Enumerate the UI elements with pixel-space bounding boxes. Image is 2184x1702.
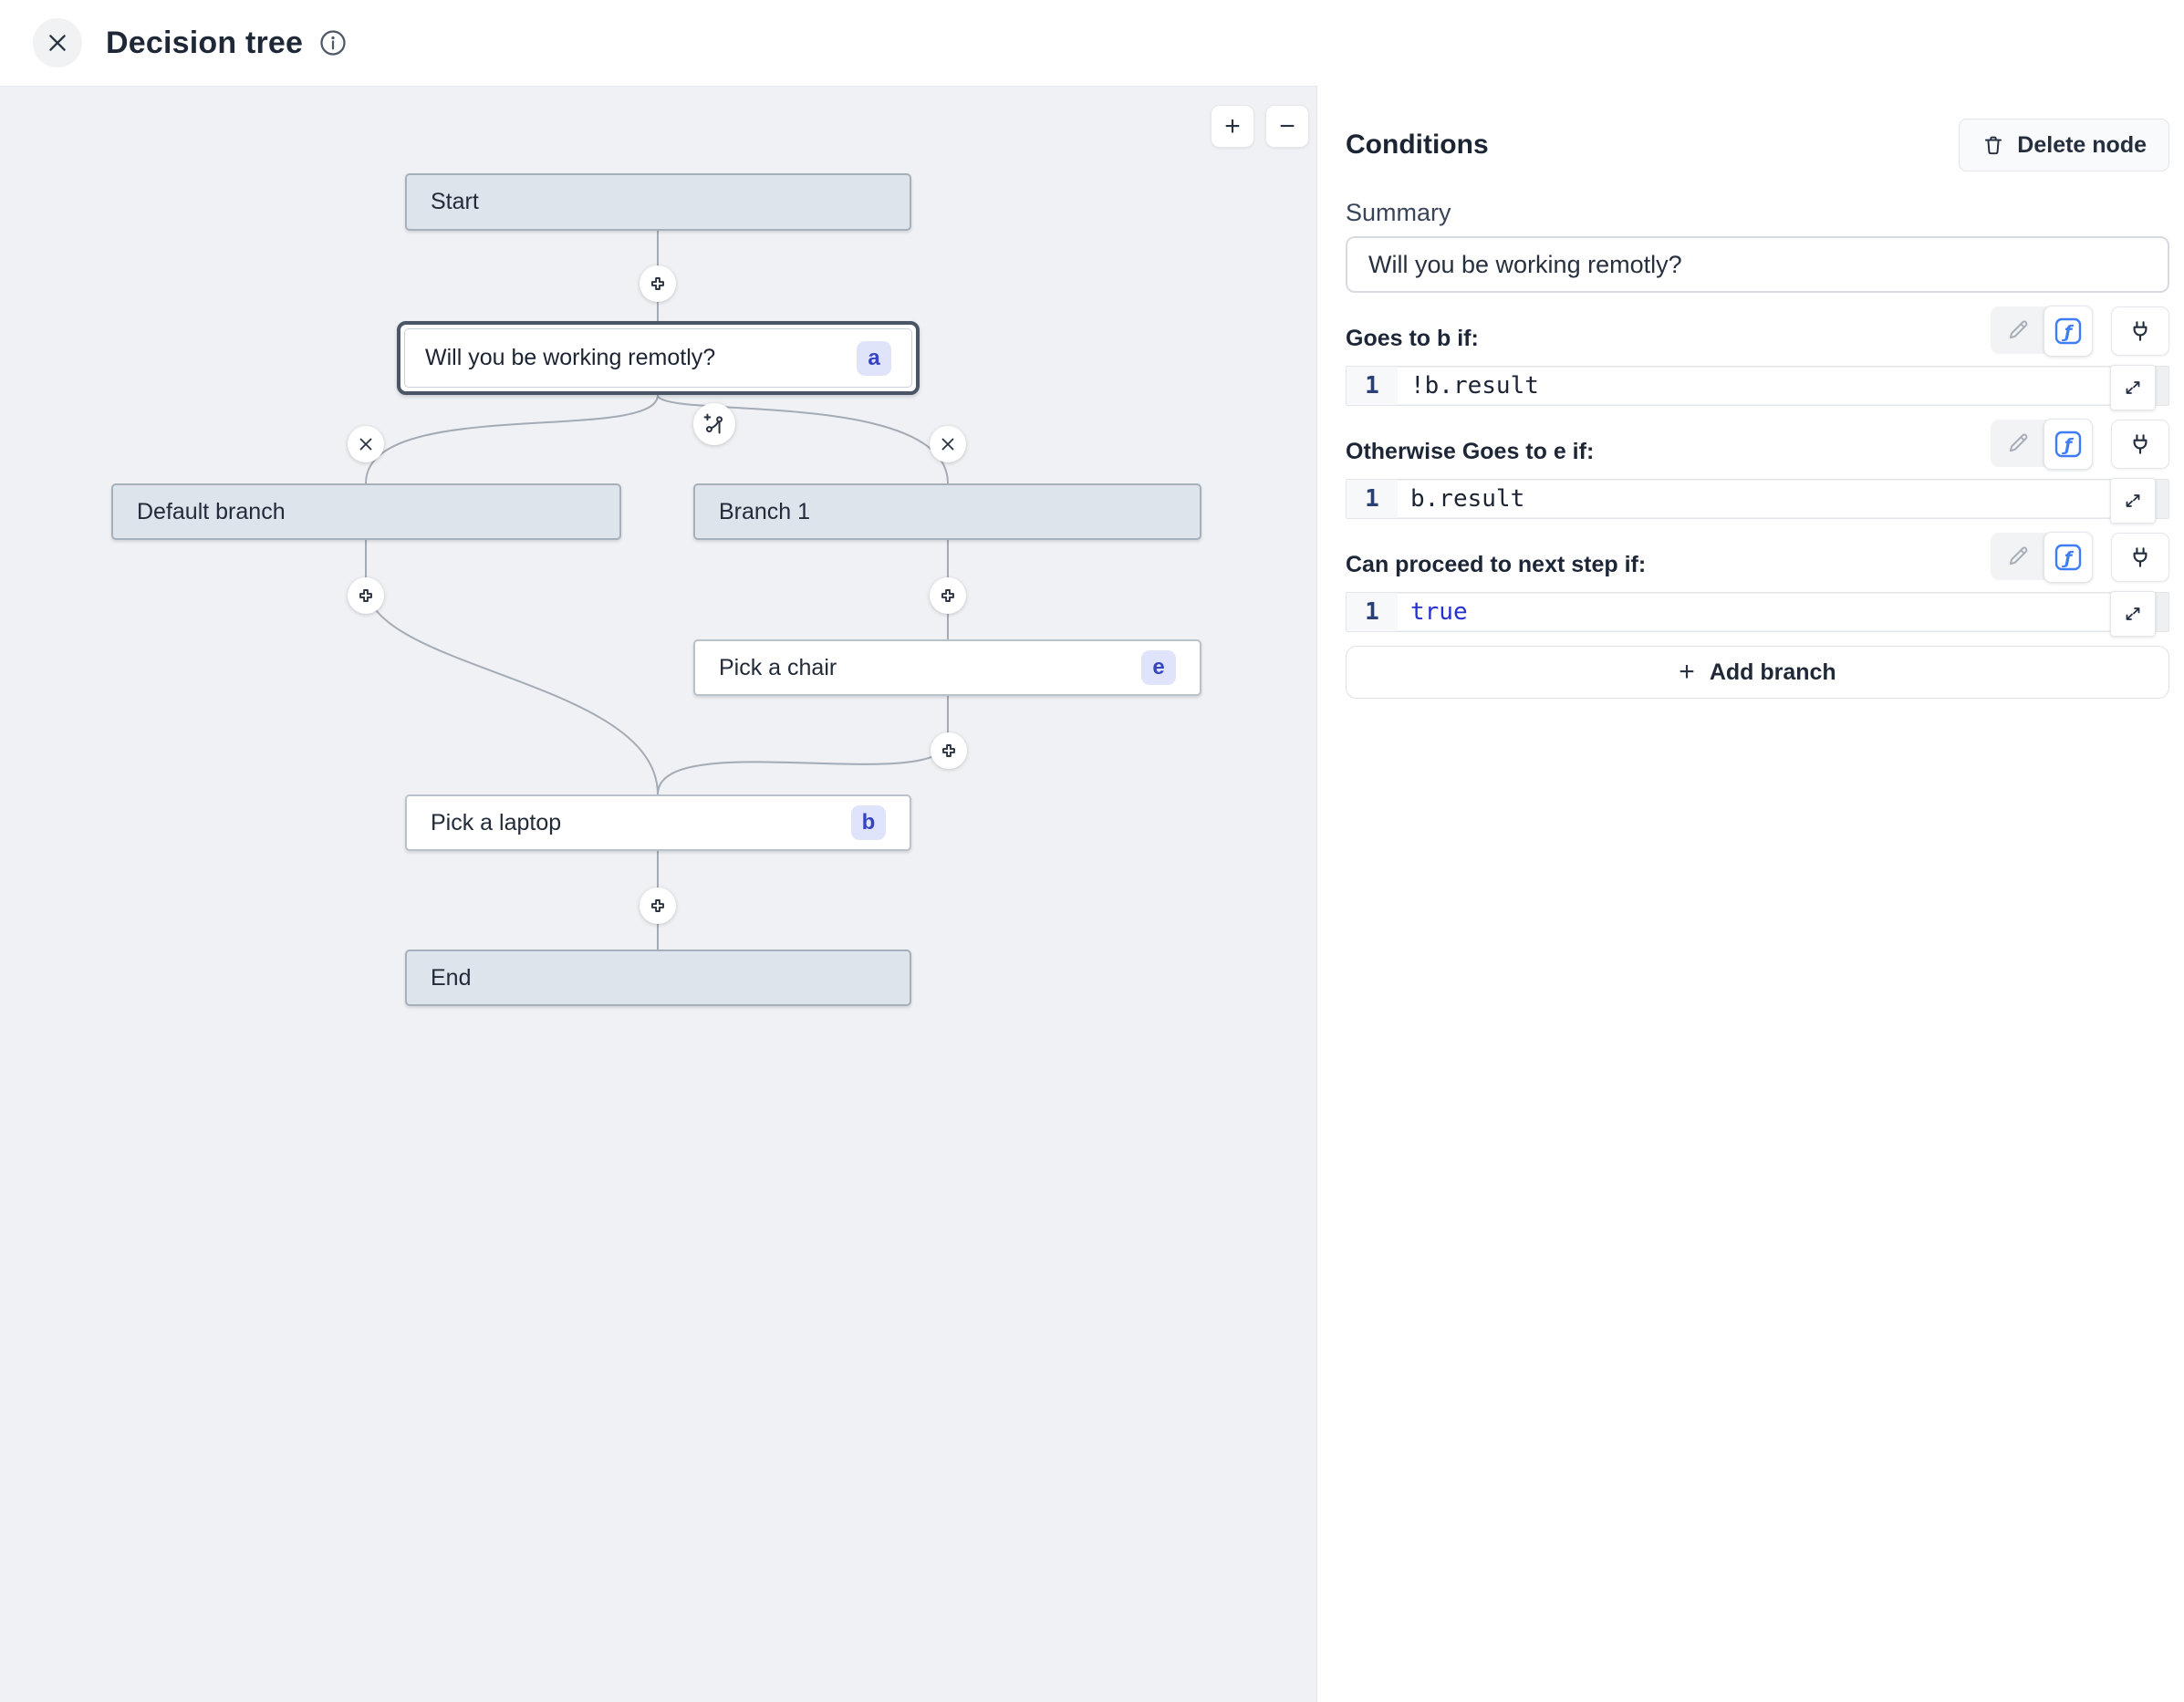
delete-branch-button[interactable] [930, 426, 966, 462]
plus-icon [941, 589, 954, 602]
editor-mode-toggle: ƒ [1991, 419, 2093, 470]
node-pick-a-laptop[interactable]: Pick a laptop b [405, 794, 911, 851]
plug-icon [2133, 321, 2148, 341]
node-badge: a [857, 340, 891, 376]
delete-node-label: Delete node [2017, 131, 2147, 158]
fx-icon: ƒ [2054, 317, 2082, 345]
pencil-icon [2009, 433, 2028, 452]
line-number: 1 [1347, 367, 1398, 405]
plus-icon [651, 277, 664, 290]
add-node-button[interactable] [930, 577, 966, 614]
plug-icon [2133, 547, 2148, 567]
x-icon [359, 438, 372, 451]
add-node-button[interactable] [348, 577, 384, 614]
add-branch-button[interactable]: + Add branch [1346, 646, 2169, 699]
node-badge: b [851, 805, 886, 840]
node-label: End [431, 964, 472, 991]
node-branch-1[interactable]: Branch 1 [693, 483, 1201, 540]
expand-icon [2126, 381, 2140, 394]
plug-icon [2133, 434, 2148, 454]
node-default-branch[interactable]: Default branch [111, 483, 621, 540]
add-branch-label: Add branch [1709, 659, 1836, 685]
delete-node-button[interactable]: Delete node [1959, 119, 2169, 171]
expand-icon [2126, 494, 2140, 507]
pencil-icon [2009, 320, 2028, 339]
expand-editor-button[interactable] [2110, 365, 2156, 410]
node-start[interactable]: Start [405, 173, 911, 231]
node-label: Pick a chair [719, 654, 837, 680]
node-label: Default branch [137, 498, 286, 524]
expression-mode-button[interactable]: ƒ [2044, 419, 2093, 470]
summary-label: Summary [1346, 199, 1451, 226]
condition-section-goes-to-b: Goes to b if: ƒ [1346, 306, 2169, 410]
condition-label: Goes to b if: [1346, 326, 1479, 351]
branch-plus-icon [703, 413, 723, 434]
code-text[interactable]: true [1398, 594, 2143, 630]
fx-icon: ƒ [2054, 544, 2082, 571]
close-icon [49, 35, 66, 51]
expression-mode-button[interactable]: ƒ [2044, 532, 2093, 583]
connect-button[interactable] [2111, 420, 2169, 469]
condition-label: Otherwise Goes to e if: [1346, 439, 1595, 464]
svg-text:ƒ: ƒ [2062, 322, 2075, 342]
condition-section-can-proceed: Can proceed to next step if: ƒ [1346, 532, 2169, 637]
panel-title: Conditions [1346, 130, 1489, 160]
svg-text:ƒ: ƒ [2062, 435, 2075, 455]
editor-mode-toggle: ƒ [1991, 306, 2093, 357]
delete-branch-button[interactable] [348, 426, 384, 462]
text-mode-button[interactable] [1992, 420, 2044, 467]
plus-icon [651, 899, 664, 912]
zoom-in-button[interactable]: + [1211, 105, 1254, 148]
code-text[interactable]: b.result [1398, 481, 2143, 517]
connect-button[interactable] [2111, 533, 2169, 582]
code-editor[interactable]: 1 true [1346, 591, 2169, 637]
node-badge: e [1141, 650, 1176, 685]
plus-icon [359, 589, 372, 602]
connect-button[interactable] [2111, 306, 2169, 356]
code-text[interactable]: !b.result [1398, 368, 2143, 404]
zoom-controls: + − [1211, 105, 1309, 148]
zoom-out-button[interactable]: − [1265, 105, 1309, 148]
fx-icon: ƒ [2054, 431, 2082, 458]
node-label: Branch 1 [719, 498, 811, 524]
expand-editor-button[interactable] [2110, 591, 2156, 637]
node-pick-a-chair[interactable]: Pick a chair e [693, 639, 1201, 696]
line-number: 1 [1347, 480, 1398, 518]
summary-input[interactable] [1346, 236, 2169, 293]
app-header: Decision tree [0, 0, 2184, 86]
node-end[interactable]: End [405, 950, 911, 1006]
condition-section-otherwise-goes-to-e: Otherwise Goes to e if: ƒ [1346, 419, 2169, 524]
plus-icon: + [1679, 657, 1695, 687]
expand-icon [2126, 607, 2140, 620]
node-label: Start [431, 189, 479, 214]
condition-label: Can proceed to next step if: [1346, 552, 1647, 577]
add-node-button[interactable] [931, 732, 967, 769]
line-number: 1 [1347, 593, 1398, 631]
flow-canvas[interactable]: Start Will you be working remotly? a Def… [0, 86, 1316, 1702]
page-title: Decision tree [106, 25, 304, 60]
conditions-panel: Conditions Delete node Summary Goes to b… [1316, 86, 2184, 1702]
expression-mode-button[interactable]: ƒ [2044, 306, 2093, 357]
code-editor[interactable]: 1 !b.result [1346, 365, 2169, 410]
info-icon[interactable] [319, 29, 347, 57]
add-branch-node-button[interactable] [693, 403, 735, 445]
code-editor[interactable]: 1 b.result [1346, 478, 2169, 524]
trash-icon [1985, 136, 2002, 155]
node-label: Pick a laptop [431, 809, 562, 835]
add-node-button[interactable] [640, 265, 676, 302]
node-label: Will you be working remotly? [425, 345, 716, 370]
editor-mode-toggle: ƒ [1991, 532, 2093, 583]
plus-icon [942, 744, 955, 757]
text-mode-button[interactable] [1992, 306, 2044, 354]
close-button[interactable] [33, 18, 82, 67]
pencil-icon [2009, 546, 2028, 566]
expand-editor-button[interactable] [2110, 478, 2156, 524]
text-mode-button[interactable] [1992, 533, 2044, 580]
svg-text:ƒ: ƒ [2062, 548, 2075, 568]
add-node-button[interactable] [640, 887, 676, 924]
node-question-selected[interactable]: Will you be working remotly? a [397, 321, 920, 395]
x-icon [941, 438, 954, 451]
